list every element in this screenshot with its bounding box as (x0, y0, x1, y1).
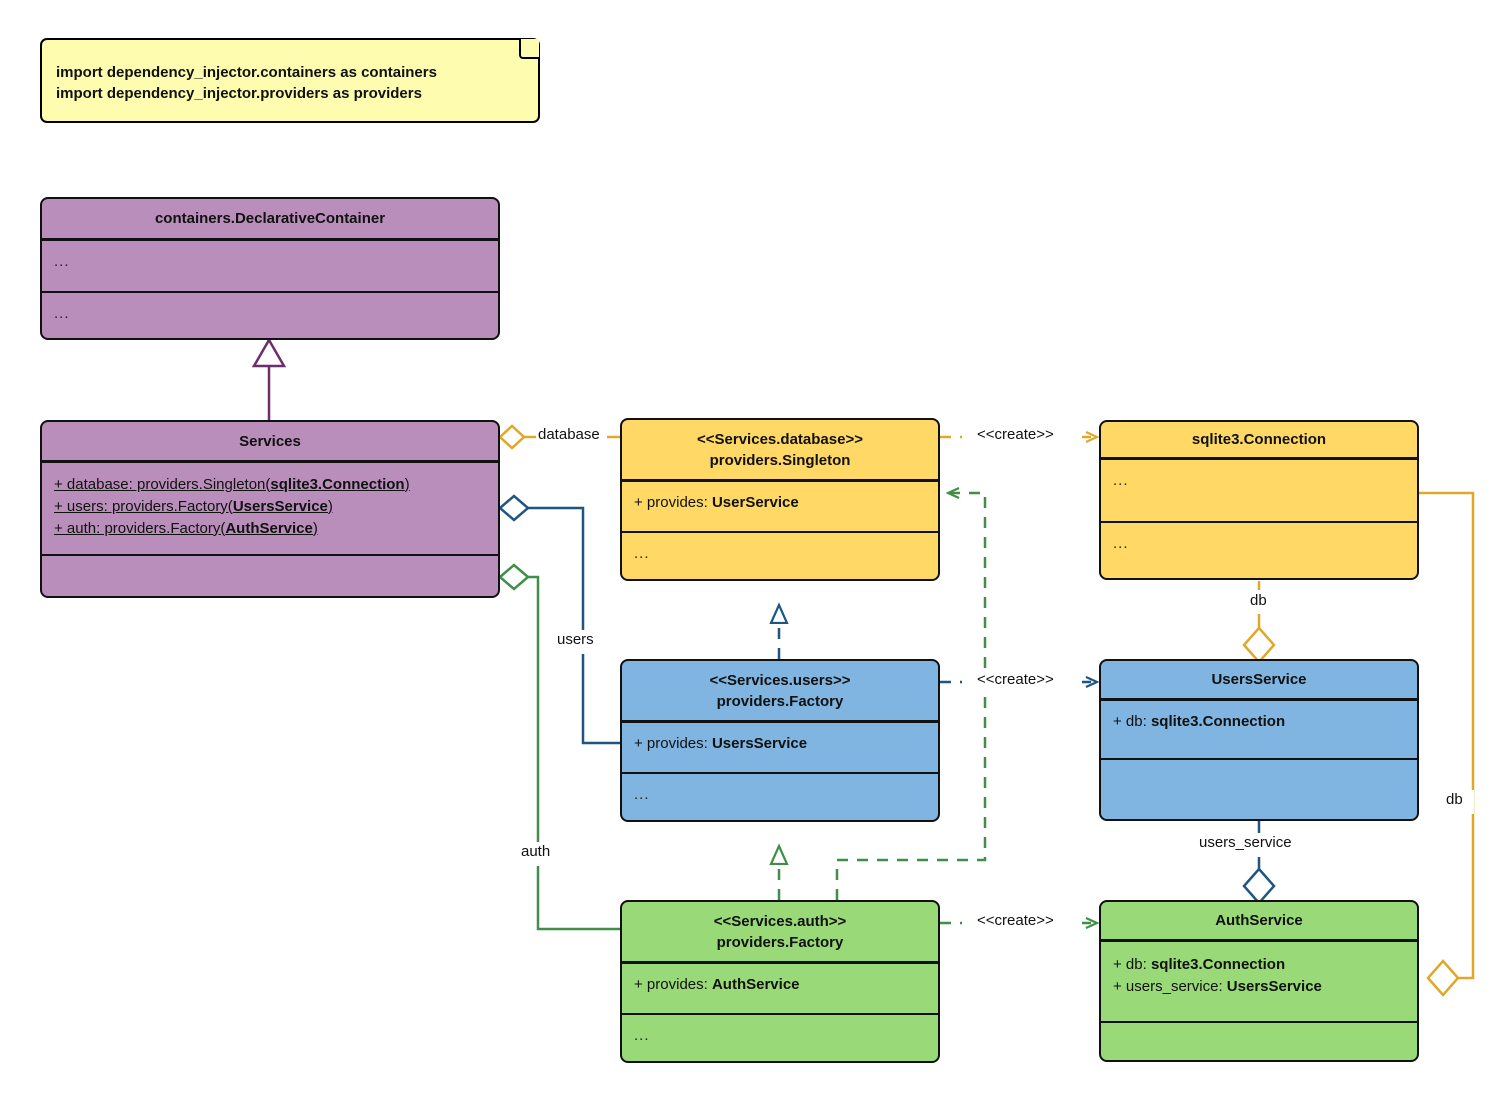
class-auth-service[interactable]: AuthService + db: sqlite3.Connection + u… (1099, 900, 1419, 1062)
note-line-2: import dependency_injector.providers as … (56, 85, 422, 102)
services-auth-attributes: + provides: AuthService (622, 964, 938, 1013)
attr-type: UsersService (711, 734, 808, 752)
attr-prefix: + provides: (634, 734, 712, 752)
compartment-divider (42, 460, 498, 463)
auth-service-attribute-db: + db: sqlite3.Connection (1113, 954, 1405, 976)
class-declarative-container[interactable]: containers.DeclarativeContainer ... ... (40, 197, 500, 340)
edge-label-auth: auth (519, 843, 553, 860)
compartment-divider (1101, 698, 1417, 701)
attr-prefix: + users: providers.Factory( (54, 497, 233, 515)
services-attributes: + database: providers.Singleton(sqlite3.… (42, 463, 498, 554)
class-services-auth-provider[interactable]: <<Services.auth>> providers.Factory + pr… (620, 900, 940, 1063)
class-title-declarative-container: containers.DeclarativeContainer (154, 210, 386, 227)
attr-type: UsersService (1226, 977, 1322, 995)
services-database-methods: ... (634, 545, 650, 562)
users-service-methods (1101, 760, 1417, 819)
classname-services-users: providers.Factory (716, 692, 844, 710)
class-title-auth-service: AuthService (1215, 912, 1303, 929)
stereotype-services-auth: <<Services.auth>> (713, 912, 847, 930)
attr-type: sqlite3.Connection (1150, 712, 1286, 730)
edge-label-users-service: users_service (1197, 834, 1294, 851)
services-attribute-auth: + auth: providers.Factory(AuthService) (54, 518, 486, 540)
sqlite3-connection-methods: ... (1113, 535, 1129, 552)
edge-services-database (498, 424, 620, 450)
edge-label-create-auth: <<create>> (975, 912, 1056, 929)
edge-generalization-services (251, 337, 287, 420)
attr-prefix: + provides: (634, 975, 712, 993)
compartment-divider (1101, 520, 1417, 523)
declarative-container-attributes: ... (54, 252, 70, 270)
class-services-database-provider[interactable]: <<Services.database>> providers.Singleto… (620, 418, 940, 581)
stereotype-services-users: <<Services.users>> (709, 671, 851, 689)
compartment-divider (622, 720, 938, 723)
compartment-divider (42, 290, 498, 293)
edge-services-auth (498, 563, 620, 931)
auth-service-methods (1101, 1023, 1417, 1060)
edge-connection-authservice-db (1419, 491, 1475, 997)
compartment-divider (622, 530, 938, 533)
services-auth-methods: ... (634, 1027, 650, 1044)
stereotype-services-database: <<Services.database>> (697, 430, 863, 448)
compartment-divider (622, 1012, 938, 1015)
declarative-container-methods: ... (54, 305, 70, 322)
class-title-sqlite3-connection: sqlite3.Connection (1191, 431, 1327, 448)
class-services[interactable]: Services + database: providers.Singleton… (40, 420, 500, 598)
class-users-service[interactable]: UsersService + db: sqlite3.Connection (1099, 659, 1419, 821)
edge-dependency-auth-database (835, 493, 987, 900)
auth-service-attribute-users-service: + users_service: UsersService (1113, 976, 1405, 998)
edge-label-create-users: <<create>> (975, 671, 1056, 688)
class-sqlite3-connection[interactable]: sqlite3.Connection ... ... (1099, 420, 1419, 580)
note-fold-corner (519, 39, 539, 59)
class-title-services-auth: <<Services.auth>> providers.Factory (622, 902, 938, 961)
attr-type: AuthService (711, 975, 800, 993)
compartment-divider (1101, 457, 1417, 460)
compartment-divider (1101, 1020, 1417, 1023)
compartment-divider (42, 553, 498, 556)
services-database-attributes: + provides: UserService (622, 482, 938, 531)
attr-prefix: + db: (1113, 955, 1151, 973)
attr-prefix: + db: (1113, 712, 1151, 730)
classname-services-database: providers.Singleton (709, 451, 851, 469)
edge-label-database: database (536, 426, 602, 443)
attr-prefix: + auth: providers.Factory( (54, 519, 226, 537)
attr-type: AuthService (225, 519, 313, 537)
compartment-divider (622, 771, 938, 774)
attr-type: UsersService (232, 497, 328, 515)
compartment-divider (42, 238, 498, 241)
attr-prefix: + database: providers.Singleton( (54, 475, 271, 493)
sqlite3-connection-attributes: ... (1113, 471, 1129, 489)
class-title-services-database: <<Services.database>> providers.Singleto… (622, 420, 938, 479)
attr-type: sqlite3.Connection (1150, 955, 1286, 973)
compartment-divider (622, 961, 938, 964)
edge-label-db-right: db (1444, 791, 1465, 808)
attr-suffix: ) (327, 497, 333, 515)
attr-prefix: + provides: (634, 493, 712, 511)
edge-label-create-database: <<create>> (975, 426, 1056, 443)
services-attribute-database: + database: providers.Singleton(sqlite3.… (54, 474, 486, 496)
compartment-divider (1101, 939, 1417, 942)
import-note: import dependency_injector.containers as… (40, 38, 540, 123)
attr-prefix: + users_service: (1113, 977, 1227, 995)
services-attribute-users: + users: providers.Factory(UsersService) (54, 496, 486, 518)
attr-suffix: ) (312, 519, 318, 537)
services-users-methods: ... (634, 786, 650, 803)
edge-services-users (498, 494, 620, 745)
class-services-users-provider[interactable]: <<Services.users>> providers.Factory + p… (620, 659, 940, 822)
services-methods (42, 556, 498, 596)
class-title-services: Services (239, 432, 301, 450)
compartment-divider (1101, 757, 1417, 760)
compartment-divider (622, 479, 938, 482)
edge-label-db-top: db (1248, 592, 1269, 609)
attr-type: UserService (711, 493, 799, 511)
note-line-1: import dependency_injector.containers as… (56, 64, 437, 81)
edge-label-users: users (555, 631, 596, 648)
attr-type: sqlite3.Connection (270, 475, 405, 493)
services-users-attributes: + provides: UsersService (622, 723, 938, 772)
auth-service-attributes: + db: sqlite3.Connection + users_service… (1101, 942, 1417, 1021)
class-title-services-users: <<Services.users>> providers.Factory (622, 661, 938, 720)
class-title-users-service: UsersService (1211, 671, 1307, 688)
attr-suffix: ) (404, 475, 410, 493)
classname-services-auth: providers.Factory (716, 933, 844, 951)
users-service-attributes: + db: sqlite3.Connection (1101, 701, 1417, 758)
